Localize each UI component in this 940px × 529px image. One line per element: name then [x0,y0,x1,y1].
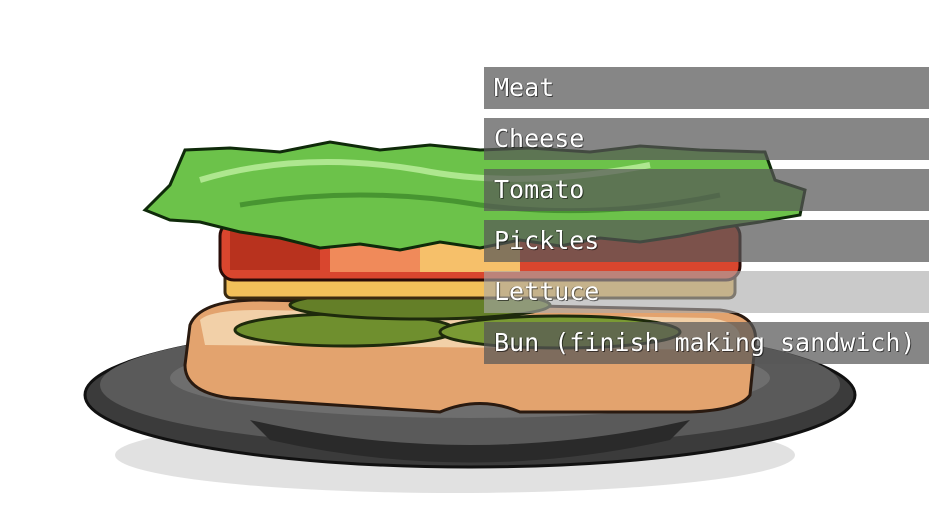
choice-option[interactable]: Bun (finish making sandwich) [484,322,929,364]
choice-option[interactable]: Cheese [484,118,929,160]
choice-option[interactable]: Meat [484,67,929,109]
choice-option[interactable]: Pickles [484,220,929,262]
choice-option[interactable]: Lettuce [484,271,929,313]
choice-option[interactable]: Tomato [484,169,929,211]
